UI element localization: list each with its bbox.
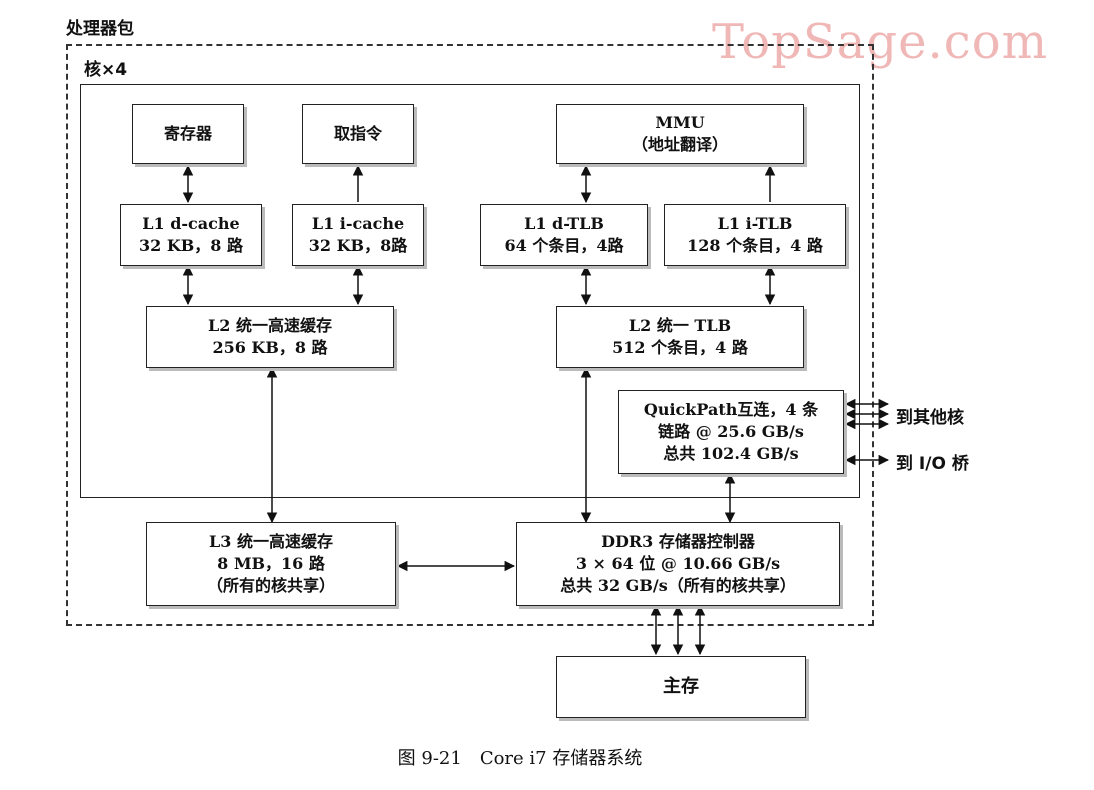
core-label: 核×4 (84, 60, 128, 80)
qpi-line-2: 链路 @ 25.6 GB/s (658, 422, 804, 441)
l1dtlb-line-2: 64 个条目，4路 (504, 236, 624, 255)
quickpath-block: QuickPath互连，4 条 链路 @ 25.6 GB/s 总共 102.4 … (618, 390, 844, 474)
processor-package-border (66, 44, 874, 626)
l3-unified-cache-block: L3 统一高速缓存 8 MB，16 路 （所有的核共享） (146, 522, 396, 606)
ddr3-controller-block: DDR3 存储器控制器 3 × 64 位 @ 10.66 GB/s 总共 32 … (516, 522, 840, 606)
l2tlb-line-1: L2 统一 TLB (628, 316, 732, 335)
fetch-label: 取指令 (333, 124, 382, 143)
ddr3-line-3: 总共 32 GB/s（所有的核共享） (560, 576, 796, 595)
ddr3-line-2: 3 × 64 位 @ 10.66 GB/s (575, 554, 781, 573)
mmu-block: MMU （地址翻译） (556, 104, 804, 164)
to-io-bridge-label: 到 I/O 桥 (896, 454, 969, 474)
l1i-line-2: 32 KB，8路 (308, 236, 408, 255)
l1itlb-line-1: L1 i-TLB (717, 214, 793, 233)
l1i-line-1: L1 i-cache (311, 214, 405, 233)
l1-icache-block: L1 i-cache 32 KB，8路 (292, 204, 424, 266)
registers-label: 寄存器 (163, 124, 212, 143)
main-memory-label: 主存 (663, 676, 699, 697)
instruction-fetch-block: 取指令 (302, 104, 414, 164)
figure-caption: 图 9-21 Core i7 存储器系统 (397, 748, 643, 769)
watermark: TopSage.com (712, 14, 1049, 70)
qpi-line-1: QuickPath互连，4 条 (643, 400, 819, 419)
ddr3-line-1: DDR3 存储器控制器 (601, 532, 755, 551)
l1-dcache-block: L1 d-cache 32 KB，8 路 (120, 204, 262, 266)
l3-line-2: 8 MB，16 路 (217, 554, 325, 573)
mmu-line-1: MMU (655, 113, 705, 132)
l3-line-3: （所有的核共享） (206, 576, 335, 595)
l1-itlb-block: L1 i-TLB 128 个条目，4 路 (664, 204, 846, 266)
l2tlb-line-2: 512 个条目，4 路 (612, 338, 748, 357)
main-memory-block: 主存 (556, 656, 806, 718)
registers-block: 寄存器 (132, 104, 244, 164)
l1-dtlb-block: L1 d-TLB 64 个条目，4路 (480, 204, 648, 266)
to-other-cores-label: 到其他核 (896, 408, 964, 428)
l2-line-1: L2 统一高速缓存 (208, 316, 332, 335)
package-label: 处理器包 (66, 19, 134, 39)
qpi-line-3: 总共 102.4 GB/s (663, 444, 799, 463)
l1d-line-1: L1 d-cache (142, 214, 240, 233)
mmu-line-2: （地址翻译） (631, 135, 728, 154)
l2-line-2: 256 KB，8 路 (212, 338, 328, 357)
l1itlb-line-2: 128 个条目，4 路 (687, 236, 823, 255)
l2-unified-tlb-block: L2 统一 TLB 512 个条目，4 路 (556, 306, 804, 368)
l1dtlb-line-1: L1 d-TLB (524, 214, 604, 233)
l3-line-1: L3 统一高速缓存 (209, 532, 333, 551)
l1d-line-2: 32 KB，8 路 (139, 236, 243, 255)
core-border (80, 84, 860, 498)
l2-unified-cache-block: L2 统一高速缓存 256 KB，8 路 (146, 306, 394, 368)
